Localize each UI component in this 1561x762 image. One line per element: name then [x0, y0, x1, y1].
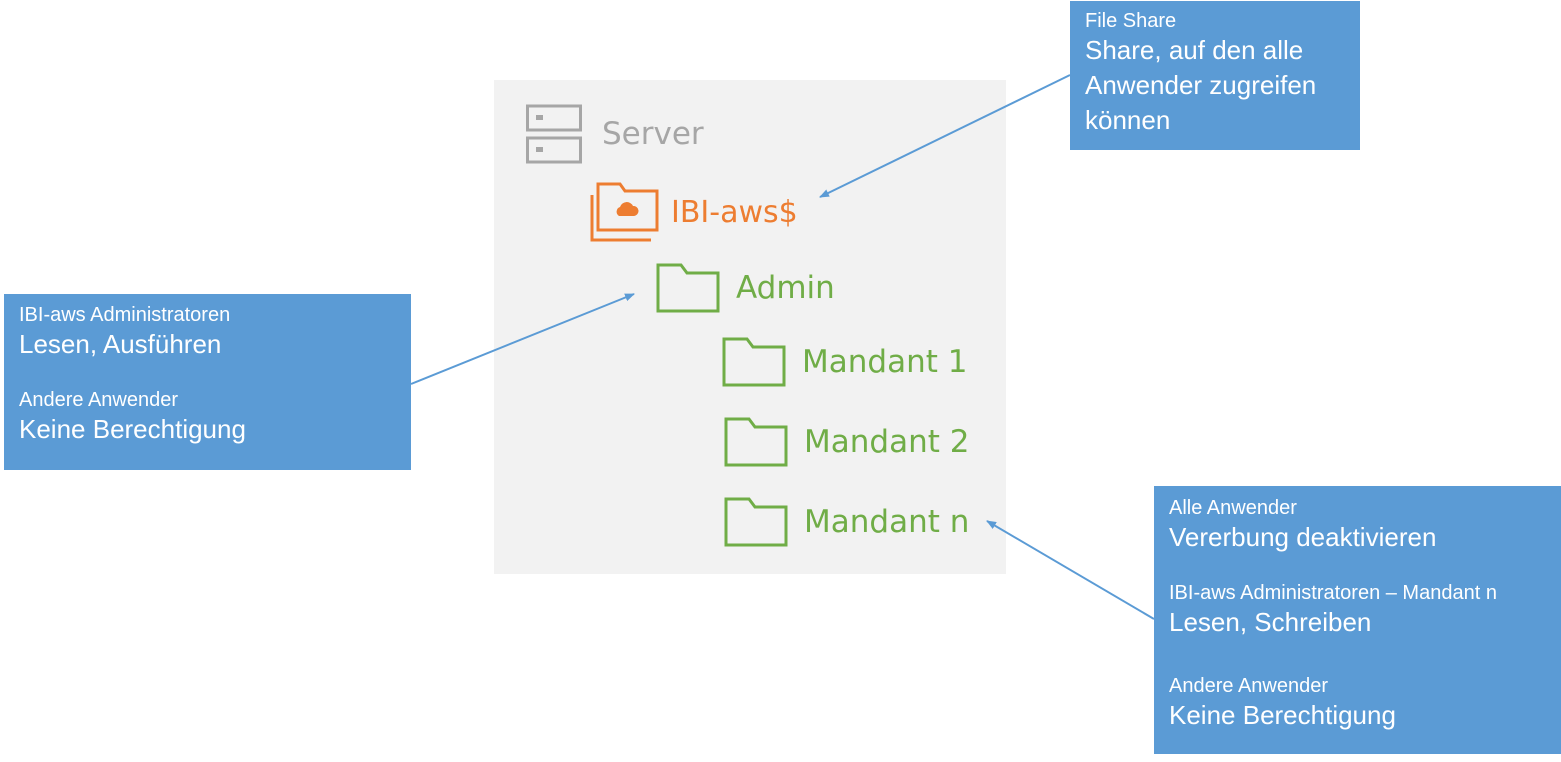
group-name: IBI-aws Administratoren – Mandant n	[1169, 582, 1497, 604]
callout-text-line: Share, auf den alle	[1085, 35, 1304, 65]
callout-admin-permissions: IBI-aws Administratoren Lesen, Ausführen…	[4, 294, 411, 470]
group-name: Alle Anwender	[1169, 497, 1297, 519]
callout-text-line: können	[1085, 105, 1171, 135]
permission: Vererbung deaktivieren	[1169, 522, 1437, 552]
folder-mandant-1[interactable]: Mandant 1	[722, 337, 967, 387]
server-node: Server	[526, 104, 704, 164]
cloud-folder-icon	[590, 182, 659, 242]
permission: Keine Berechtigung	[1169, 700, 1396, 730]
folder-icon	[724, 497, 788, 547]
folder-label: Mandant 1	[802, 344, 968, 380]
share-label: IBI-aws$	[671, 194, 798, 230]
server-label: Server	[602, 116, 704, 152]
arrow-fileshare-to-share	[819, 74, 1071, 198]
folder-label: Mandant n	[804, 504, 970, 540]
callout-fileshare: File Share Share, auf den alle Anwender …	[1070, 1, 1360, 150]
server-icon	[526, 104, 582, 164]
callout-text-line: Anwender zugreifen	[1085, 70, 1317, 100]
folder-icon	[724, 417, 788, 467]
group-name: Andere Anwender	[19, 389, 179, 411]
arrow-mandant-callout-to-mandant-n	[986, 520, 1155, 620]
share-node[interactable]: IBI-aws$	[589, 181, 798, 243]
folder-icon	[722, 337, 786, 387]
folder-admin[interactable]: Admin	[656, 263, 835, 313]
permission: Lesen, Schreiben	[1169, 607, 1372, 637]
callout-mandant-permissions: Alle Anwender Vererbung deaktivieren IBI…	[1154, 486, 1561, 754]
group-name: Andere Anwender	[1169, 675, 1329, 697]
folder-label: Mandant 2	[804, 424, 970, 460]
permission: Lesen, Ausführen	[19, 329, 222, 359]
folder-mandant-2[interactable]: Mandant 2	[724, 417, 969, 467]
permission: Keine Berechtigung	[19, 414, 246, 444]
arrow-admin-callout-to-admin	[410, 293, 635, 385]
folder-label: Admin	[736, 270, 835, 306]
folder-icon	[656, 263, 720, 313]
folder-mandant-n[interactable]: Mandant n	[724, 497, 969, 547]
callout-title: File Share	[1085, 10, 1177, 32]
group-name: IBI-aws Administratoren	[19, 304, 231, 326]
